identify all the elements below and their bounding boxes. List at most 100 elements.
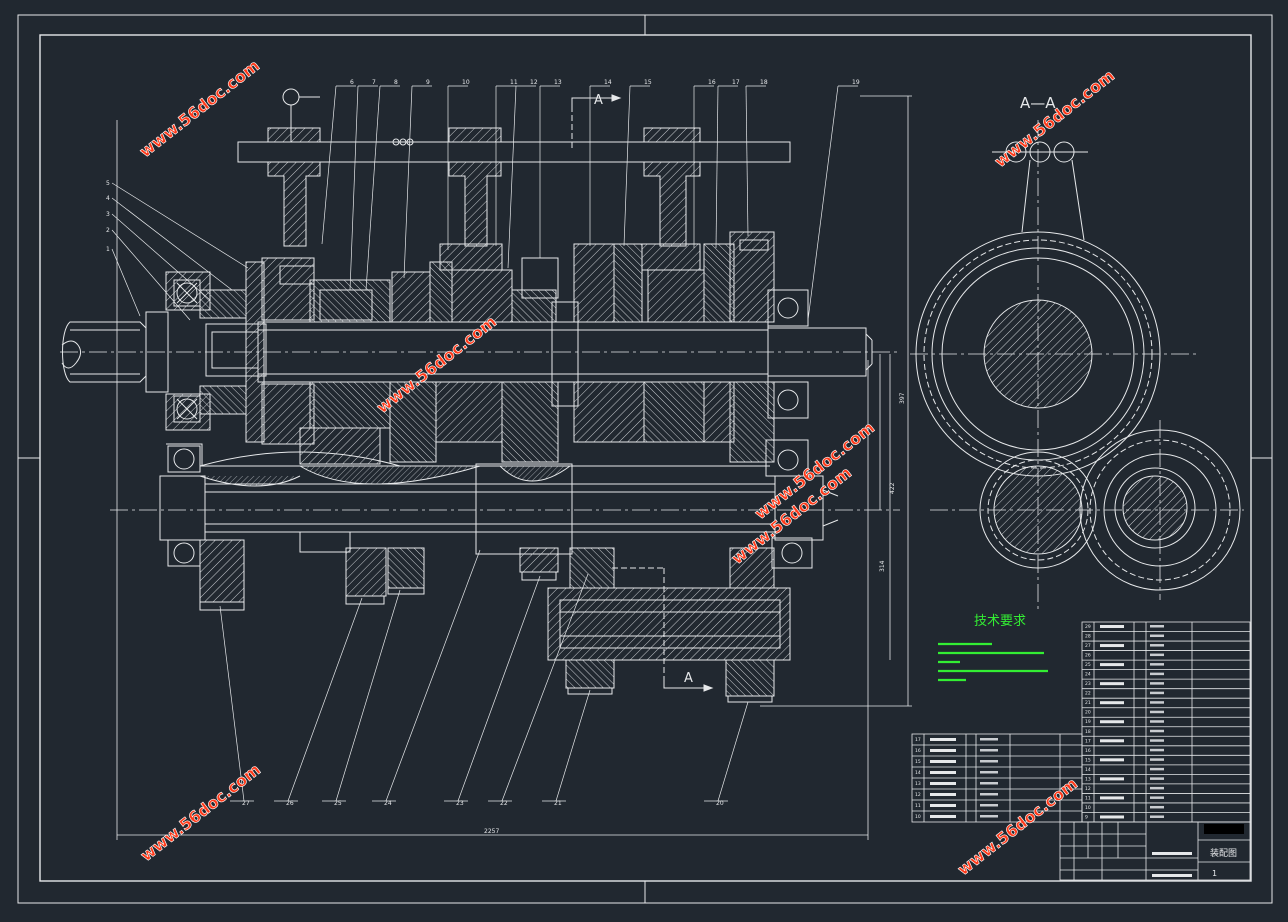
section-label-top: A bbox=[594, 93, 603, 108]
bom-item-name bbox=[930, 749, 956, 752]
callout-number: 2 bbox=[106, 227, 110, 234]
bom-item-number: 26 bbox=[1085, 653, 1091, 659]
dimension-lines bbox=[116, 95, 912, 840]
callout-number: 18 bbox=[760, 79, 768, 86]
bom-item-number: 19 bbox=[1085, 719, 1091, 725]
callout-number: 11 bbox=[510, 79, 518, 86]
technical-requirements-title: 技术要求 bbox=[974, 614, 1026, 629]
callout-number: 3 bbox=[106, 211, 110, 218]
bom-item-name bbox=[1100, 682, 1124, 686]
section-view-a-a bbox=[910, 120, 1244, 612]
technical-requirements-lines bbox=[938, 642, 1048, 682]
bom-item-name bbox=[1100, 701, 1124, 705]
bom-item-material bbox=[980, 738, 998, 741]
callout-number: 22 bbox=[500, 800, 508, 807]
bom-item-material bbox=[1150, 682, 1164, 685]
bom-item-material bbox=[980, 815, 998, 818]
bom-item-name bbox=[930, 793, 956, 796]
bom-item-material bbox=[1150, 672, 1164, 676]
bom-item-number: 15 bbox=[915, 759, 921, 765]
bom-item-material bbox=[1150, 710, 1164, 714]
bom-item-material bbox=[980, 760, 998, 763]
bom-item-number: 11 bbox=[915, 803, 921, 809]
bom-item-name bbox=[1100, 796, 1124, 800]
bom-item-number: 24 bbox=[1085, 672, 1091, 678]
bom-item-number: 23 bbox=[1085, 681, 1091, 687]
bom-item-number: 16 bbox=[1085, 748, 1091, 754]
bom-item-material bbox=[1150, 634, 1164, 638]
title-block-sheet-number: 1 bbox=[1212, 869, 1217, 878]
watermark-text: www.56doc.com bbox=[954, 774, 1081, 879]
bom-item-number: 21 bbox=[1085, 700, 1091, 706]
callout-number: 7 bbox=[372, 79, 376, 86]
bom-item-number: 14 bbox=[915, 770, 921, 776]
bom-item-material bbox=[1150, 796, 1164, 799]
bom-item-name bbox=[930, 782, 956, 785]
callout-number: 9 bbox=[426, 79, 430, 86]
drawing-frame bbox=[17, 14, 1273, 904]
bom-item-name bbox=[1100, 625, 1124, 628]
bom-item-name bbox=[1100, 777, 1124, 781]
bom-item-number: 22 bbox=[1085, 691, 1091, 697]
bom-table-right: 2928272625242322212019181716151413121110… bbox=[1081, 621, 1251, 823]
bom-item-number: 13 bbox=[1085, 776, 1091, 782]
callout-number: 15 bbox=[644, 79, 652, 86]
dimension-idler-distance: 314 bbox=[879, 560, 886, 572]
bom-item-number: 25 bbox=[1085, 662, 1091, 668]
bom-item-material bbox=[1150, 748, 1164, 752]
bom-item-name bbox=[930, 738, 956, 741]
callout-number: 13 bbox=[554, 79, 562, 86]
bom-item-number: 18 bbox=[1085, 729, 1091, 735]
bom-item-name bbox=[930, 771, 956, 774]
bom-item-number: 9 bbox=[1085, 814, 1088, 820]
bom-item-material bbox=[1150, 653, 1164, 657]
bom-item-number: 11 bbox=[1085, 795, 1091, 801]
bom-item-material bbox=[1150, 815, 1164, 818]
bom-item-number: 17 bbox=[1085, 738, 1091, 744]
bom-item-number: 10 bbox=[1085, 805, 1091, 811]
bom-item-name bbox=[1100, 758, 1124, 762]
bom-item-material bbox=[1150, 644, 1164, 647]
bom-item-name bbox=[1100, 739, 1124, 743]
callout-number: 8 bbox=[394, 79, 398, 86]
bom-item-material bbox=[1150, 701, 1164, 704]
bom-item-number: 20 bbox=[1085, 710, 1091, 716]
bom-item-material bbox=[980, 771, 998, 774]
title-block-drawing-name: 装配图 bbox=[1210, 847, 1237, 859]
bom-item-number: 17 bbox=[915, 737, 921, 743]
bom-item-material bbox=[1150, 691, 1164, 695]
callout-number: 6 bbox=[350, 79, 354, 86]
bom-item-material bbox=[980, 749, 998, 752]
callout-number: 20 bbox=[716, 800, 724, 807]
bom-item-number: 14 bbox=[1085, 767, 1091, 773]
callout-number: 27 bbox=[242, 800, 250, 807]
main-section-view bbox=[60, 88, 900, 703]
callout-number: 5 bbox=[106, 180, 110, 187]
bom-item-material bbox=[980, 804, 998, 807]
callout-number: 26 bbox=[286, 800, 294, 807]
bom-item-material bbox=[1150, 739, 1164, 742]
bom-item-material bbox=[1150, 663, 1164, 666]
bom-item-number: 13 bbox=[915, 781, 921, 787]
bom-item-number: 15 bbox=[1085, 757, 1091, 763]
bom-item-number: 12 bbox=[1085, 786, 1091, 792]
bom-item-name bbox=[1100, 815, 1124, 819]
title-block bbox=[1059, 821, 1251, 881]
dimension-overall-length: 2257 bbox=[484, 828, 499, 835]
bom-item-name bbox=[1100, 720, 1124, 724]
callout-number: 24 bbox=[384, 800, 392, 807]
bom-item-material bbox=[1150, 777, 1164, 780]
bom-item-number: 16 bbox=[915, 748, 921, 754]
section-label-bottom: A bbox=[684, 671, 693, 686]
callout-number: 16 bbox=[708, 79, 716, 86]
bom-item-number: 29 bbox=[1085, 624, 1091, 630]
bom-item-material bbox=[1150, 720, 1164, 723]
callout-number: 21 bbox=[554, 800, 562, 807]
dimension-center-distance: 422 bbox=[889, 482, 896, 494]
callout-number: 23 bbox=[456, 800, 464, 807]
callout-number: 19 bbox=[852, 79, 860, 86]
callout-number: 17 bbox=[732, 79, 740, 86]
